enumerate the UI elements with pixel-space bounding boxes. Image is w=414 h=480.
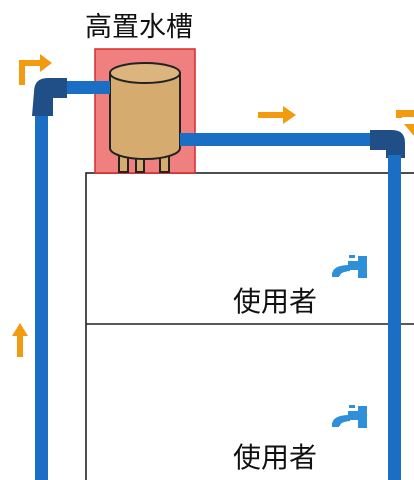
user-label-lower-floor: 使用者: [233, 441, 317, 474]
building-outline: [85, 172, 414, 480]
arrow-icon: [12, 323, 28, 357]
pipes: [32, 78, 405, 480]
arrow-icon: [19, 54, 52, 85]
distribution-pipe-vertical: [388, 155, 401, 480]
supply-pipe-horizontal: [60, 81, 110, 94]
arrow-icon: [404, 124, 414, 136]
faucet-icon: [332, 405, 367, 428]
user-label-upper-floor: 使用者: [233, 285, 317, 318]
pipe-elbow: [370, 130, 405, 158]
tank-label: 高置水槽: [85, 12, 193, 43]
faucet-icon: [332, 255, 367, 278]
tank-top: [109, 62, 181, 84]
supply-pipe-vertical: [35, 105, 48, 480]
tank-body: [109, 72, 181, 160]
arrow-icon: [396, 110, 414, 118]
pipe-elbow: [32, 78, 67, 116]
arrow-icon: [258, 106, 296, 124]
outlet-pipe-horizontal: [180, 133, 380, 146]
elevated-water-tank: [109, 62, 181, 173]
building: [85, 172, 414, 480]
flow-arrows: [12, 54, 414, 357]
